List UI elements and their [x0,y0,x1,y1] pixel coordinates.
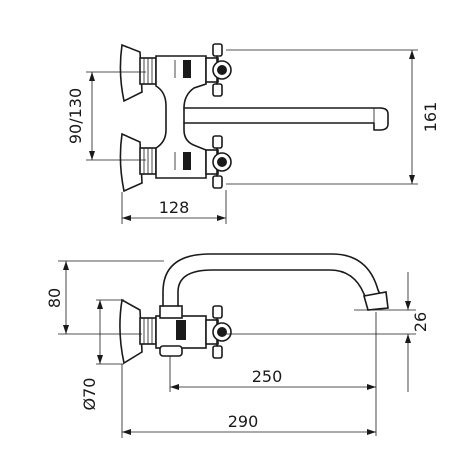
upper-escutcheon [119,43,143,103]
mixer-body [155,55,207,179]
dim-depth-label: 128 [159,198,190,217]
upper-handle [205,43,232,97]
lower-hex-detail [183,152,191,170]
upper-hex-detail [183,60,191,78]
arched-spout [162,253,382,307]
dim-overall-reach-label: 290 [228,412,259,431]
dim-offset-label: 80 [45,288,64,308]
dim-gap-label: 26 [411,312,430,332]
dim-spacing-label: 90/130 [66,88,85,144]
spout-collar [159,305,183,319]
spout-top-view [183,107,389,131]
lower-handle [205,135,232,189]
side-handle [205,305,232,359]
lower-escutcheon [119,132,143,193]
dim-spout-reach-label: 250 [252,367,283,386]
side-escutcheon [119,298,143,365]
side-hex-detail [176,320,182,340]
dim-diameter-label: Ø70 [80,378,99,411]
side-body-base [159,345,183,357]
dim-height-label: 161 [421,102,440,133]
side-view: 80 26 Ø70 250 290 [45,253,430,438]
top-view: 90/130 161 128 [66,43,440,224]
spout-aerator [362,291,389,311]
